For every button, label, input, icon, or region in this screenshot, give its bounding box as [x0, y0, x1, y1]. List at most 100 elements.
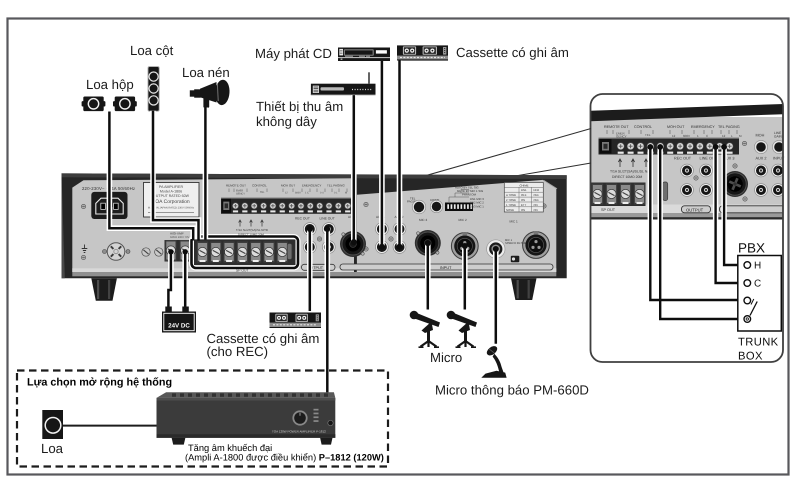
svg-text:Loa hộp: Loa hộp [86, 77, 134, 92]
svg-text:ON: ON [534, 203, 538, 207]
svg-text:TOA Corporation: TOA Corporation [152, 199, 190, 205]
svg-text:L: L [731, 134, 733, 138]
svg-text:1: 1 [697, 134, 699, 138]
svg-text:TOA 120W POWER AMPLIFIER P-181: TOA 120W POWER AMPLIFIER P-1812 [272, 430, 326, 434]
svg-text:PHANTOM: PHANTOM [462, 193, 477, 197]
svg-text:SPEECH FILTER: SPEECH FILTER [505, 242, 526, 245]
svg-text:EMER: EMER [236, 190, 243, 193]
svg-text:M: M [345, 192, 347, 195]
svg-text:không dây: không dây [256, 114, 317, 129]
svg-text:1 C: 1 C [305, 192, 309, 195]
svg-text:H: H [754, 261, 761, 272]
svg-text:TEL PAGING: TEL PAGING [327, 184, 345, 188]
svg-text:0 4: 0 4 [320, 192, 324, 195]
svg-text:REC OUT: REC OUT [295, 217, 310, 221]
svg-text:REMOTE OUT: REMOTE OUT [226, 184, 246, 188]
svg-text:Micro: Micro [430, 350, 462, 365]
svg-text:TEL: TEL [260, 191, 265, 194]
svg-text:M: M [739, 134, 742, 138]
svg-text:MIC 3: MIC 3 [419, 218, 428, 222]
svg-text:MIC 2: MIC 2 [459, 218, 468, 222]
svg-text:MUTE BY MIC 1 SIG: MUTE BY MIC 1 SIG [457, 189, 483, 193]
svg-text:Micro thông báo PM-660D: Micro thông báo PM-660D [435, 383, 589, 398]
svg-text:600V: 600V [683, 134, 690, 138]
svg-text:TEL: TEL [410, 197, 416, 201]
svg-text:12: 12 [285, 192, 288, 195]
svg-text:MIC 1: MIC 1 [510, 220, 519, 224]
svg-text:CONTROL: CONTROL [252, 184, 267, 188]
svg-text:0 L: 0 L [334, 192, 338, 195]
svg-text:TEL: TEL [645, 133, 651, 137]
svg-text:12: 12 [722, 134, 726, 138]
svg-text:MIC 1: MIC 1 [505, 239, 513, 242]
svg-text:AUX 3: AUX 3 [724, 157, 735, 161]
svg-text:(Ampli A-1800 được điều khiển): (Ampli A-1800 được điều khiển) P–1812 (1… [185, 452, 384, 462]
svg-text:C: C [706, 134, 709, 138]
svg-text:Tăng âm khuếch đại: Tăng âm khuếch đại [188, 443, 272, 453]
svg-text:CONTROL: CONTROL [634, 125, 652, 129]
svg-text:INPUT: INPUT [440, 266, 452, 270]
svg-text:ON: ON [534, 208, 538, 212]
svg-text:T/1A SL/2T(SA)/SL/SL N/TD: T/1A SL/2T(SA)/SL/SL N/TD [610, 170, 653, 174]
svg-text:GENCY: GENCY [236, 192, 245, 195]
svg-text:SP OUT: SP OUT [601, 208, 616, 212]
svg-text:AUTO BY TEL SIG: AUTO BY TEL SIG [455, 186, 479, 190]
svg-text:LINE: LINE [774, 131, 781, 135]
svg-text:12: 12 [672, 134, 676, 138]
svg-text:DIRECT 10MΩ 20M: DIRECT 10MΩ 20M [238, 233, 264, 237]
svg-text:(cho REC): (cho REC) [207, 344, 269, 359]
svg-text:Loa: Loa [41, 441, 64, 456]
svg-text:MOH OUT: MOH OUT [667, 125, 685, 129]
svg-text:LINE OUT: LINE OUT [700, 157, 718, 161]
svg-text:NONE: NONE [506, 208, 514, 212]
svg-text:SPKR 100V 70V: SPKR 100V 70V [170, 236, 189, 239]
svg-text:AUX 2: AUX 2 [756, 157, 767, 161]
svg-text:OUTPUT RATED 60W: OUTPUT RATED 60W [153, 194, 190, 198]
svg-text:CHIME: CHIME [520, 183, 529, 187]
svg-text:ETT: ETT [521, 203, 527, 207]
svg-text:A TONE: A TONE [506, 193, 516, 197]
svg-text:ON: ON [521, 208, 525, 212]
svg-text:INPUT: INPUT [773, 157, 785, 161]
svg-text:DIRECT 10MΩ 20M: DIRECT 10MΩ 20M [612, 175, 642, 179]
svg-text:GENCY: GENCY [616, 135, 627, 139]
svg-text:EMERGENCY: EMERGENCY [302, 184, 321, 188]
svg-text:ON: ON [521, 198, 525, 202]
svg-text:DN3 MIC 1: DN3 MIC 1 [470, 204, 484, 208]
svg-text:DN2 MIC 2: DN2 MIC 2 [470, 201, 484, 205]
svg-text:TEL PAGING: TEL PAGING [718, 125, 740, 129]
svg-text:Lựa chọn mở rộng hệ thống: Lựa chọn mở rộng hệ thống [27, 377, 172, 389]
svg-text:Loa cột: Loa cột [130, 43, 174, 58]
svg-text:Cassette có ghi âm: Cassette có ghi âm [456, 45, 569, 60]
svg-text:T/1A SL/2T(SA)/SL N/TD: T/1A SL/2T(SA)/SL N/TD [236, 228, 268, 232]
svg-text:Cassette có ghi âm: Cassette có ghi âm [207, 331, 320, 346]
svg-text:DN1: DN1 [521, 188, 527, 192]
svg-text:Loa nén: Loa nén [182, 65, 230, 80]
svg-text:OUTPUT: OUTPUT [686, 207, 704, 212]
svg-text:MOH: MOH [756, 134, 765, 138]
svg-text:GAIN: GAIN [774, 134, 782, 138]
svg-text:PBX: PBX [738, 241, 765, 256]
svg-text:PAGING: PAGING [407, 200, 419, 204]
svg-text:REC OUT: REC OUT [674, 157, 692, 161]
svg-text:OUTPUT: OUTPUT [308, 266, 324, 270]
svg-text:OFF: OFF [534, 193, 540, 197]
svg-text:Model A-1806: Model A-1806 [160, 190, 182, 194]
svg-text:OFF: OFF [521, 193, 527, 197]
svg-text:PA AMPLIFIER: PA AMPLIFIER [159, 185, 184, 189]
svg-text:OFF: OFF [534, 198, 540, 202]
svg-text:600V: 600V [295, 192, 301, 195]
svg-text:2 TONE: 2 TONE [506, 198, 516, 202]
svg-text:EMER: EMER [616, 132, 626, 136]
svg-text:EMERGENCY: EMERGENCY [691, 125, 715, 129]
svg-text:DN2: DN2 [534, 188, 540, 192]
svg-text:C: C [754, 279, 761, 290]
svg-text:24V DC: 24V DC [168, 323, 190, 330]
svg-text:TRUNK: TRUNK [738, 337, 779, 349]
svg-text:SP OUT: SP OUT [236, 269, 249, 273]
svg-text:MOH OUT: MOH OUT [281, 184, 295, 188]
svg-text:REMOTE OUT: REMOTE OUT [604, 125, 629, 129]
svg-text:1 TONE: 1 TONE [506, 203, 516, 207]
svg-text:BOX: BOX [738, 351, 763, 363]
svg-text:LINE OUT: LINE OUT [320, 217, 335, 221]
